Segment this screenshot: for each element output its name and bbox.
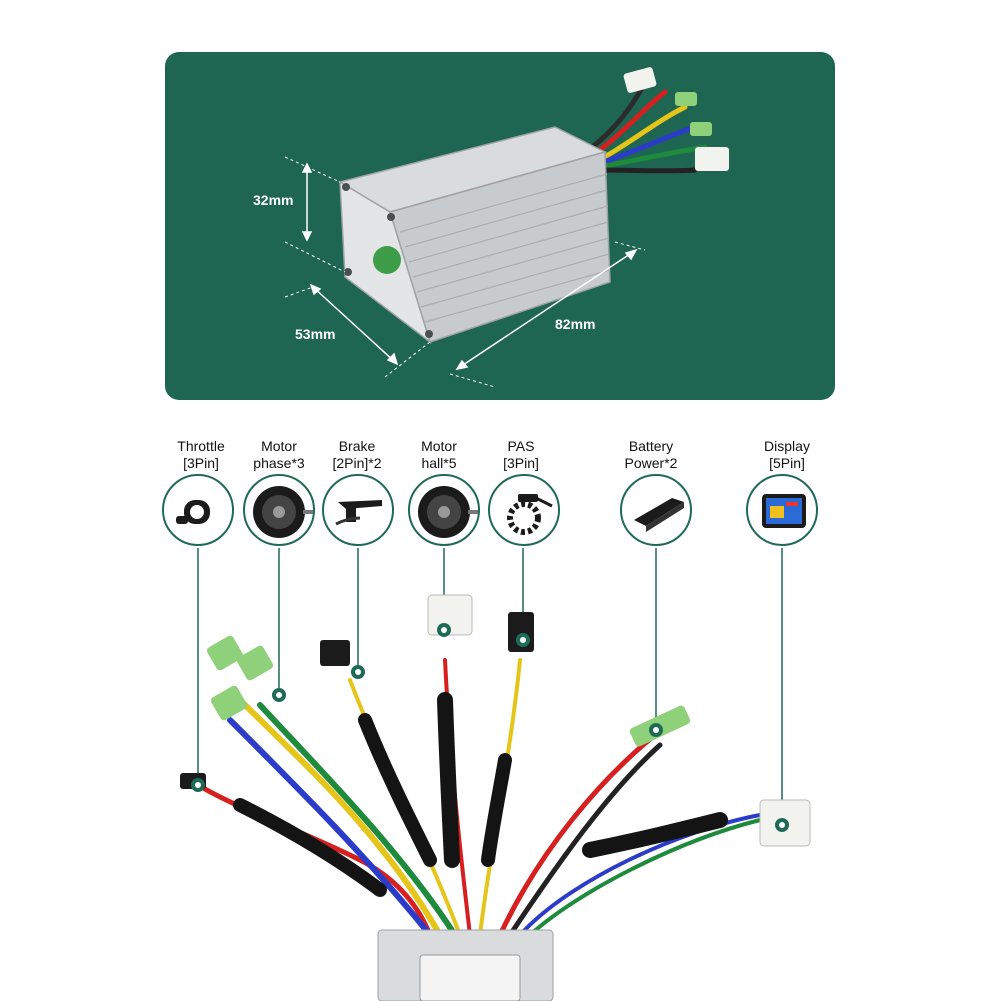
connector-pins: [2Pin]*2 — [332, 455, 382, 471]
connector-pins: [3Pin] — [503, 455, 539, 471]
pas-sensor-icon — [507, 494, 553, 535]
connector-title: Brake — [338, 438, 376, 454]
connector-label-battery: Battery Power*2 — [596, 438, 706, 472]
throttle-icon — [176, 500, 210, 524]
connector-label-brake: Brake [2Pin]*2 — [302, 438, 412, 472]
connector-label-display: Display [5Pin] — [732, 438, 842, 472]
connector-title: Motor — [421, 438, 457, 454]
connector-title: Throttle — [177, 438, 225, 454]
connector-title: Battery — [628, 438, 674, 454]
height-dimension-label: 32mm — [253, 192, 294, 208]
battery-icon-circle — [620, 474, 692, 546]
connector-label-motor-phase: Motor phase*3 — [224, 438, 334, 472]
length-dimension-label: 82mm — [555, 316, 596, 332]
brake-lever-icon — [335, 500, 382, 526]
motor-hall-icon-circle — [408, 474, 480, 546]
controller-illustration — [284, 67, 729, 388]
connector-pins: hall*5 — [421, 455, 457, 471]
connector-title: PAS — [507, 438, 535, 454]
hub-motor-icon — [418, 486, 478, 538]
connector-pins: [5Pin] — [769, 455, 805, 471]
connector-label-motor-hall: Motor hall*5 — [384, 438, 494, 472]
connector-label-pas: PAS [3Pin] — [466, 438, 576, 472]
connector-pins: Power*2 — [624, 455, 678, 471]
connector-label-throttle: Throttle [3Pin] — [146, 438, 256, 472]
connector-title: Motor — [261, 438, 297, 454]
connector-pins: phase*3 — [253, 455, 305, 471]
controller-photo-panel: 32mm 53mm 82mm — [165, 52, 835, 400]
lcd-display-icon — [762, 494, 806, 528]
connector-pins: [3Pin] — [183, 455, 219, 471]
battery-icon — [634, 498, 684, 532]
hub-motor-icon — [253, 486, 313, 538]
width-dimension-label: 53mm — [295, 326, 336, 342]
motor-phase-icon-circle — [243, 474, 315, 546]
connector-title: Display — [764, 438, 810, 454]
display-icon-circle — [746, 474, 818, 546]
brake-icon-circle — [322, 474, 394, 546]
throttle-icon-circle — [162, 474, 234, 546]
pas-icon-circle — [488, 474, 560, 546]
